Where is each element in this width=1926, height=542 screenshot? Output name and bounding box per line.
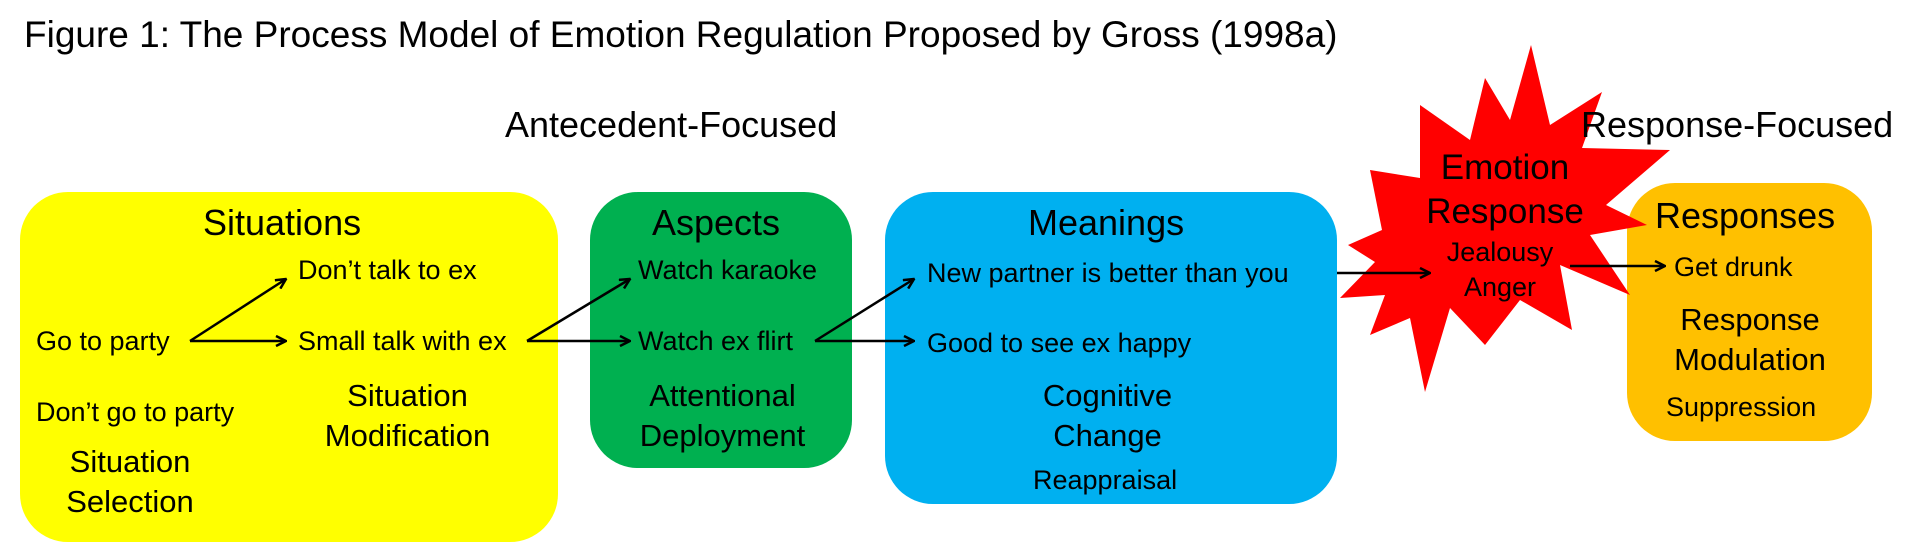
situation-modification-label: Situation Modification bbox=[320, 376, 495, 456]
situation-selection-label: Situation Selection bbox=[50, 442, 210, 522]
response-modulation-line2: Modulation bbox=[1674, 342, 1826, 377]
emotion-response-label: Emotion Response bbox=[1400, 146, 1610, 234]
emotion-burst-shape bbox=[1340, 45, 1670, 392]
reappraisal-label: Reappraisal bbox=[1033, 465, 1178, 495]
go-to-party-label: Go to party bbox=[36, 326, 170, 356]
situation-modification-line1: Situation bbox=[347, 378, 468, 413]
suppression-label: Suppression bbox=[1666, 392, 1817, 422]
response-modulation-label: Response Modulation bbox=[1650, 300, 1850, 380]
arrow-party-to-dont-talk bbox=[189, 279, 286, 343]
emotion-response-line1: Emotion bbox=[1440, 148, 1570, 187]
situations-box bbox=[20, 192, 558, 542]
dont-go-to-party-label: Don’t go to party bbox=[36, 397, 235, 427]
aspects-title: Aspects bbox=[652, 202, 781, 243]
situation-modification-line2: Modification bbox=[324, 418, 491, 453]
jealousy-label: Jealousy bbox=[1446, 237, 1554, 267]
meanings-box bbox=[885, 192, 1337, 504]
figure-title: Figure 1: The Process Model of Emotion R… bbox=[24, 14, 1338, 55]
situations-title: Situations bbox=[203, 202, 362, 243]
responses-box bbox=[1627, 183, 1872, 441]
attentional-deployment-line1: Attentional bbox=[649, 378, 796, 413]
response-modulation-line1: Response bbox=[1680, 302, 1820, 337]
attentional-deployment-line2: Deployment bbox=[639, 418, 806, 453]
aspects-box bbox=[590, 192, 852, 468]
cognitive-change-line2: Change bbox=[1053, 418, 1162, 453]
watch-ex-flirt-label: Watch ex flirt bbox=[638, 326, 794, 356]
emotion-response-line2: Response bbox=[1426, 192, 1584, 231]
response-focused-label: Response-Focused bbox=[1581, 104, 1894, 145]
emotion-examples: Jealousy Anger bbox=[1420, 235, 1580, 305]
cognitive-change-label: Cognitive Change bbox=[1015, 376, 1200, 456]
arrow-small-talk-to-karaoke bbox=[526, 279, 630, 343]
get-drunk-label: Get drunk bbox=[1674, 252, 1793, 282]
new-partner-label: New partner is better than you bbox=[927, 258, 1289, 288]
attentional-deployment-label: Attentional Deployment bbox=[620, 376, 825, 456]
arrow-flirt-to-new-partner bbox=[814, 279, 914, 343]
meanings-title: Meanings bbox=[1028, 202, 1185, 243]
antecedent-focused-label: Antecedent-Focused bbox=[505, 104, 838, 145]
cognitive-change-line1: Cognitive bbox=[1042, 378, 1173, 413]
small-talk-with-ex-label: Small talk with ex bbox=[298, 326, 507, 356]
situation-selection-line2: Selection bbox=[66, 484, 194, 519]
dont-talk-to-ex-label: Don’t talk to ex bbox=[298, 255, 477, 285]
anger-label: Anger bbox=[1463, 272, 1537, 302]
responses-title: Responses bbox=[1655, 195, 1836, 236]
situation-selection-line1: Situation bbox=[69, 444, 191, 479]
watch-karaoke-label: Watch karaoke bbox=[638, 255, 818, 285]
good-to-see-ex-happy-label: Good to see ex happy bbox=[927, 328, 1192, 358]
